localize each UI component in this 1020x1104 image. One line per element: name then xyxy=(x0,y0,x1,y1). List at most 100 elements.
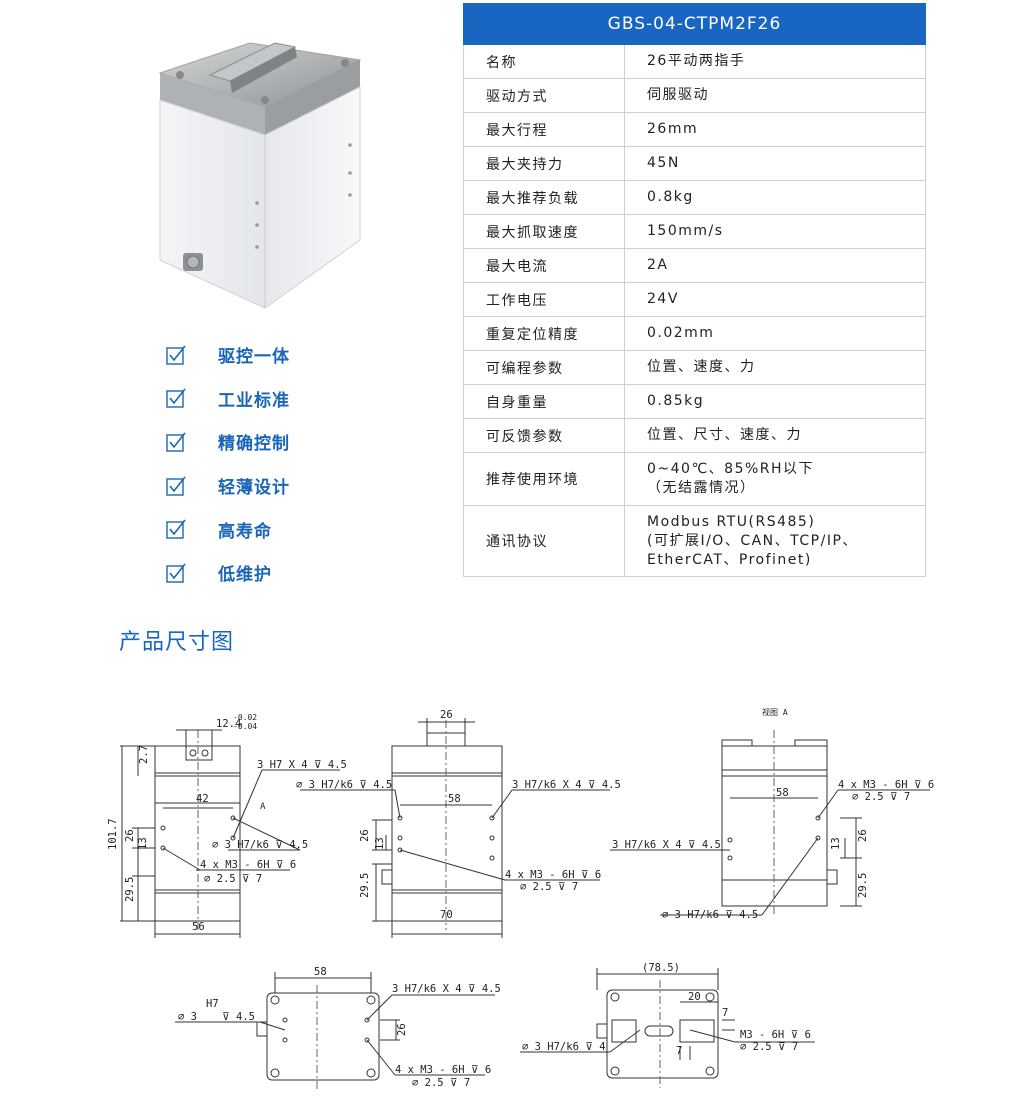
dim-note: 3 H7 X 4 ⊽ 4.5 xyxy=(257,759,347,771)
dim-label: 58 xyxy=(448,793,461,805)
feature-label: 精确控制 xyxy=(218,434,290,455)
dim-note: 4 x M3 - 6H ⊽ 6 xyxy=(838,779,934,791)
spec-value: 150mm/s xyxy=(624,214,926,249)
spec-key: 最大夹持力 xyxy=(463,146,625,181)
dim-label: 13 xyxy=(137,837,149,850)
dim-label: 13 xyxy=(374,837,386,850)
feature-list: 驱控一体 工业标准 精确控制 轻薄设计 高寿命 低维护 xyxy=(166,333,290,595)
spec-value: 0.85kg xyxy=(624,384,926,419)
spec-value: 26mm xyxy=(624,112,926,147)
feature-item: 低维护 xyxy=(166,551,290,595)
dim-label: 58 xyxy=(776,787,789,799)
spec-value: Modbus RTU(RS485) (可扩展I/O、CAN、TCP/IP、 Et… xyxy=(624,505,926,577)
spec-key: 通讯协议 xyxy=(463,505,625,577)
dim-label: 101.7 xyxy=(107,818,119,850)
feature-label: 驱控一体 xyxy=(218,347,290,368)
feature-item: 驱控一体 xyxy=(166,333,290,377)
checkbox-checked-icon xyxy=(166,345,186,365)
spec-key: 工作电压 xyxy=(463,282,625,317)
table-row: 推荐使用环境 0~40℃、85%RH以下 （无结露情况） xyxy=(463,452,926,506)
feature-label: 高寿命 xyxy=(218,521,272,542)
dim-label: -0.02 xyxy=(233,713,257,722)
dim-note: ⌀ 2.5 ⊽ 7 xyxy=(520,881,578,893)
dim-note: 3 H7/k6 X 4 ⊽ 4.5 xyxy=(392,983,501,995)
dim-label: (78.5) xyxy=(642,962,680,974)
dim-note: ⌀ 2.5 ⊽ 7 xyxy=(852,791,910,803)
dim-label: 12.4 xyxy=(216,718,241,730)
dim-label: 26 xyxy=(857,829,869,842)
dim-label: 42 xyxy=(196,793,209,805)
checkbox-checked-icon xyxy=(166,432,186,452)
dim-label: 13 xyxy=(830,837,842,850)
checkbox-checked-icon xyxy=(166,388,186,409)
dim-note: ⌀ 3 H7/k6 ⊽ 4.5 xyxy=(212,839,308,851)
feature-item: 工业标准 xyxy=(166,377,290,421)
dim-note: ⌀ 2.5 ⊽ 7 xyxy=(740,1041,798,1053)
dim-label: 29.5 xyxy=(857,873,869,898)
spec-value: 0.8kg xyxy=(624,180,926,215)
dim-label: 56 xyxy=(192,921,205,933)
dimension-drawings: 12.4 -0.02 -0.04 2.7 101.7 26 13 29.5 42… xyxy=(107,707,934,1090)
spec-value: 45N xyxy=(624,146,926,181)
dim-label: H7 xyxy=(206,998,219,1010)
spec-value-line: 0~40℃、85%RH以下 xyxy=(647,461,815,477)
dim-label: 7 xyxy=(722,1007,728,1019)
dim-label: 7 xyxy=(676,1045,682,1057)
spec-key: 名称 xyxy=(463,44,625,79)
spec-table-title: GBS-04-CTPM2F26 xyxy=(463,3,926,45)
spec-key: 驱动方式 xyxy=(463,78,625,113)
table-row: 可反馈参数位置、尺寸、速度、力 xyxy=(463,418,926,453)
dim-label: A xyxy=(260,802,266,812)
dim-note: ⌀ 2.5 ⊽ 7 xyxy=(412,1077,470,1089)
spec-value: 24V xyxy=(624,282,926,317)
dim-label: 26 xyxy=(440,709,453,721)
dim-note: 4 x M3 - 6H ⊽ 6 xyxy=(395,1064,491,1076)
dim-note: M3 - 6H ⊽ 6 xyxy=(740,1029,811,1041)
spec-key: 可反馈参数 xyxy=(463,418,625,453)
spec-value-line: EtherCAT、Profinet) xyxy=(647,551,812,568)
spec-value: 伺服驱动 xyxy=(624,78,926,113)
dim-note: ⌀ 2.5 ⊽ 7 xyxy=(204,873,262,885)
feature-label: 轻薄设计 xyxy=(218,478,290,499)
spec-value-line: (可扩展I/O、CAN、TCP/IP、 xyxy=(647,532,858,549)
dim-label: -0.04 xyxy=(233,722,257,731)
dim-label: ⌀ 3 xyxy=(178,1011,197,1023)
spec-key: 最大抓取速度 xyxy=(463,214,625,249)
dim-label: 29.5 xyxy=(124,877,136,902)
feature-item: 轻薄设计 xyxy=(166,464,290,508)
feature-label: 工业标准 xyxy=(218,390,290,411)
dim-label: 26 xyxy=(396,1023,408,1036)
spec-value-line: （无结露情况） xyxy=(647,480,756,496)
dim-label: ⊽ 4.5 xyxy=(222,1011,255,1023)
dim-note: 3 H7/k6 X 4 ⊽ 4.5 xyxy=(512,779,621,791)
checkbox-checked-icon xyxy=(166,563,186,583)
spec-key: 可编程参数 xyxy=(463,350,625,385)
feature-item: 精确控制 xyxy=(166,420,290,464)
product-image xyxy=(158,42,362,309)
dim-label: 2.7 xyxy=(138,745,150,764)
dim-label: 20 xyxy=(688,991,701,1003)
dim-label: 26 xyxy=(124,829,136,842)
dim-note: 4 x M3 - 6H ⊽ 6 xyxy=(200,859,296,871)
table-row: 可编程参数位置、速度、力 xyxy=(463,350,926,385)
spec-key: 最大电流 xyxy=(463,248,625,283)
spec-value-line: Modbus RTU(RS485) xyxy=(647,513,816,530)
spec-value: 0~40℃、85%RH以下 （无结露情况） xyxy=(624,452,926,506)
dim-note: ⌀ 3 H7/k6 ⊽ 4.5 xyxy=(296,779,392,791)
feature-item: 高寿命 xyxy=(166,507,290,551)
feature-label: 低维护 xyxy=(218,565,272,586)
dim-note: ⌀ 3 H7/k6 ⊽ 4 xyxy=(522,1041,606,1053)
checkbox-checked-icon xyxy=(166,519,186,539)
dim-note: 4 x M3 - 6H ⊽ 6 xyxy=(505,869,601,881)
spec-value: 位置、尺寸、速度、力 xyxy=(624,418,926,453)
spec-key: 自身重量 xyxy=(463,384,625,419)
dim-label: 70 xyxy=(440,909,453,921)
spec-key: 推荐使用环境 xyxy=(463,452,625,506)
spec-value: 位置、速度、力 xyxy=(624,350,926,385)
